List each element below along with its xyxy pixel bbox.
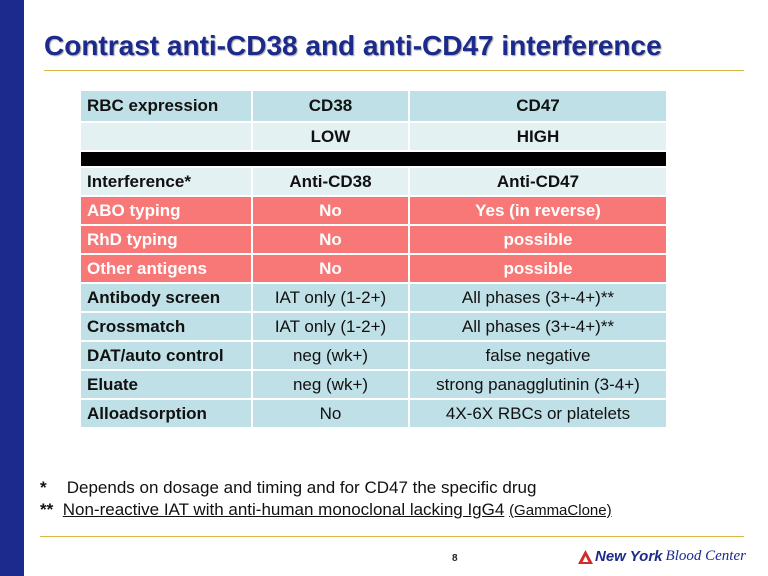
row-cd47-value: false negative	[408, 340, 668, 371]
row-cd47-value: possible	[408, 253, 668, 284]
header-cd38: CD38	[251, 89, 410, 123]
row-label: Antibody screen	[79, 282, 253, 313]
row-label: RhD typing	[79, 224, 253, 255]
subheader-label: Interference*	[79, 166, 253, 197]
new-york-blood-center-logo: New York Blood Center	[578, 548, 746, 565]
table-row: Crossmatch IAT only (1-2+) All phases (3…	[79, 311, 668, 342]
footnote-2-source: (GammaClone)	[509, 502, 612, 519]
footnote-2-text: Non-reactive IAT with anti-human monoclo…	[62, 500, 505, 519]
level-cd47: HIGH	[408, 121, 668, 152]
header-cd47: CD47	[408, 89, 668, 123]
row-cd47-value: 4X-6X RBCs or platelets	[408, 398, 668, 429]
row-cd38-value: No	[251, 398, 410, 429]
logo-text-rest: Blood Center	[665, 548, 746, 564]
row-cd47-value: All phases (3+-4+)**	[408, 282, 668, 313]
subheader-cd38: Anti-CD38	[251, 166, 410, 197]
row-cd47-value: All phases (3+-4+)**	[408, 311, 668, 342]
row-cd38-value: IAT only (1-2+)	[251, 311, 410, 342]
expression-level-row: LOW HIGH	[79, 121, 668, 152]
comparison-table: RBC expression CD38 CD47 LOW HIGH Interf…	[79, 89, 668, 429]
table-row: Eluate neg (wk+) strong panagglutinin (3…	[79, 369, 668, 400]
row-cd47-value: possible	[408, 224, 668, 255]
separator-row	[79, 150, 668, 168]
logo-text-bold: New York	[595, 548, 663, 565]
left-accent-bar	[0, 0, 24, 576]
level-label	[79, 121, 253, 152]
footnote-1: * Depends on dosage and timing and for C…	[40, 477, 612, 499]
subheader-cd47: Anti-CD47	[408, 166, 668, 197]
row-cd38-value: neg (wk+)	[251, 369, 410, 400]
row-label: Alloadsorption	[79, 398, 253, 429]
footnote-1-text: Depends on dosage and timing and for CD4…	[66, 478, 537, 497]
row-cd38-value: No	[251, 253, 410, 284]
row-cd47-value: Yes (in reverse)	[408, 195, 668, 226]
subheader-row: Interference* Anti-CD38 Anti-CD47	[79, 166, 668, 197]
row-label: Other antigens	[79, 253, 253, 284]
row-cd38-value: No	[251, 195, 410, 226]
table-row: ABO typing No Yes (in reverse)	[79, 195, 668, 226]
header-label: RBC expression	[79, 89, 253, 123]
title-divider	[44, 70, 744, 71]
footer-divider	[40, 536, 744, 537]
footnote-2-mark: **	[40, 500, 54, 519]
footnote-1-mark: *	[40, 478, 47, 497]
page-number: 8	[452, 553, 458, 564]
table-row: Alloadsorption No 4X-6X RBCs or platelet…	[79, 398, 668, 429]
footnote-2: ** Non-reactive IAT with anti-human mono…	[40, 499, 612, 522]
header-row: RBC expression CD38 CD47	[79, 89, 668, 123]
level-cd38: LOW	[251, 121, 410, 152]
row-label: Eluate	[79, 369, 253, 400]
row-cd38-value: IAT only (1-2+)	[251, 282, 410, 313]
row-label: Crossmatch	[79, 311, 253, 342]
row-cd38-value: No	[251, 224, 410, 255]
separator-bar	[79, 150, 668, 168]
table-row: DAT/auto control neg (wk+) false negativ…	[79, 340, 668, 371]
row-label: DAT/auto control	[79, 340, 253, 371]
triangle-logo-icon	[578, 549, 593, 564]
row-cd38-value: neg (wk+)	[251, 340, 410, 371]
footnotes: * Depends on dosage and timing and for C…	[40, 477, 612, 522]
slide-title: Contrast anti-CD38 and anti-CD47 interfe…	[44, 30, 662, 61]
row-label: ABO typing	[79, 195, 253, 226]
table-row: Other antigens No possible	[79, 253, 668, 284]
table-row: Antibody screen IAT only (1-2+) All phas…	[79, 282, 668, 313]
row-cd47-value: strong panagglutinin (3-4+)	[408, 369, 668, 400]
table-row: RhD typing No possible	[79, 224, 668, 255]
